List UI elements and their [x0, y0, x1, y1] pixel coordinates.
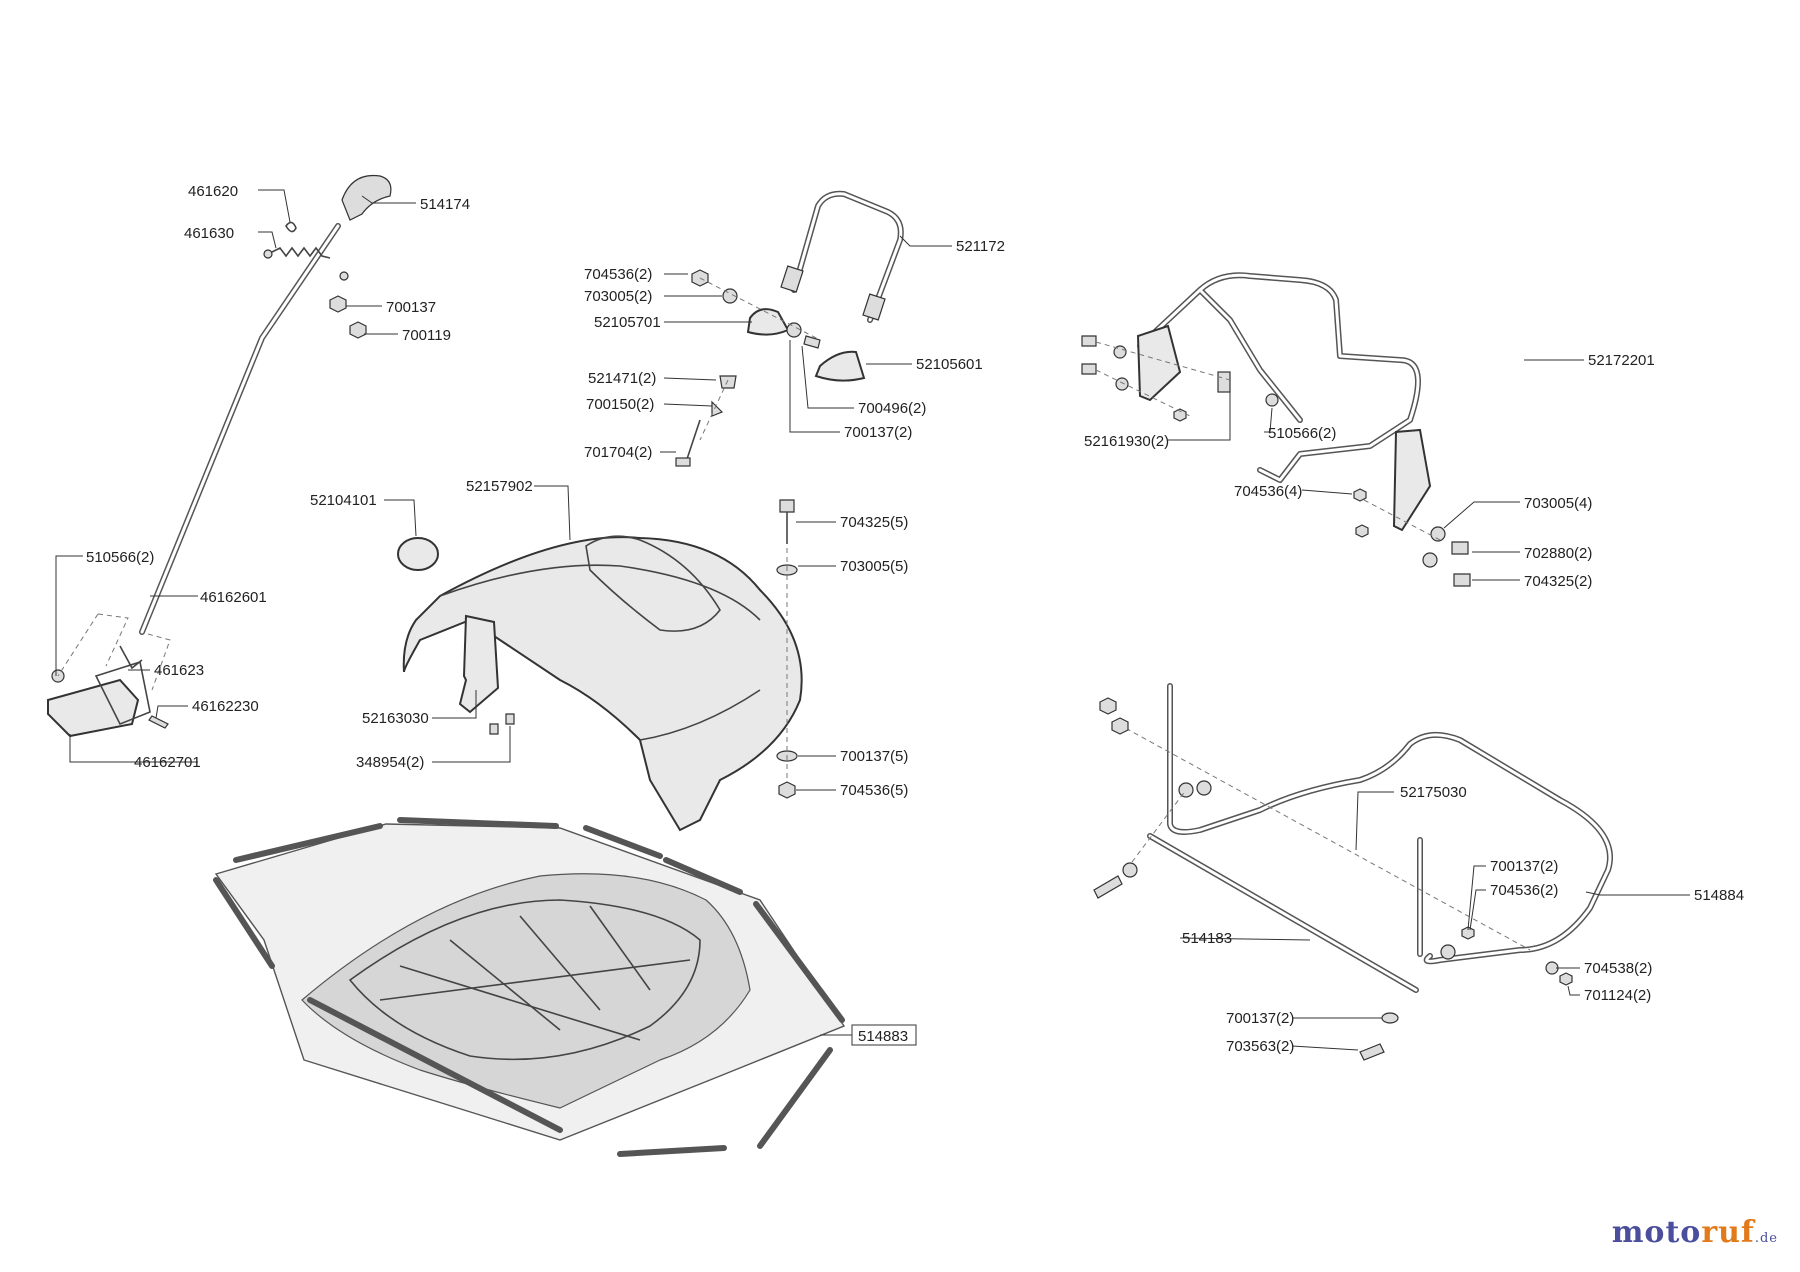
label-700150-2: 700150(2) — [586, 396, 654, 413]
rear-cover — [402, 536, 803, 832]
label-52105601: 52105601 — [916, 356, 983, 373]
label-46162230: 46162230 — [192, 698, 259, 715]
label-521471-2: 521471(2) — [588, 370, 656, 387]
label-700137-2-right: 700137(2) — [1490, 858, 1558, 875]
label-704536-4: 704536(4) — [1234, 483, 1302, 500]
pedal-plate — [47, 678, 140, 738]
brand-part3: .de — [1754, 1231, 1778, 1246]
label-514183: 514183 — [1182, 930, 1232, 947]
label-704536-2-top: 704536(2) — [584, 266, 652, 283]
lower-frame — [1167, 683, 1613, 965]
label-703563-2: 703563(2) — [1226, 1038, 1294, 1055]
brand-part1: moto — [1611, 1215, 1702, 1250]
upper-frame-assembly — [1081, 272, 1471, 587]
label-700496-2: 700496(2) — [858, 400, 926, 417]
lever-assembly — [47, 174, 392, 738]
label-514174: 514174 — [420, 196, 470, 213]
label-52175030: 52175030 — [1400, 784, 1467, 801]
mounting-bracket — [458, 614, 500, 714]
label-514884: 514884 — [1694, 887, 1744, 904]
label-46162601: 46162601 — [200, 589, 267, 606]
brand-logo: motoruf.de — [1612, 1215, 1778, 1250]
label-521172: 521172 — [956, 238, 1005, 255]
label-461630: 461630 — [184, 225, 234, 242]
control-rod — [139, 223, 341, 635]
part-labels: 461620 461630 514174 700137 700119 51056… — [86, 183, 1744, 1055]
label-703005-5: 703005(5) — [840, 558, 908, 575]
label-704325-5: 704325(5) — [840, 514, 908, 531]
label-701704-2: 701704(2) — [584, 444, 652, 461]
cover-cap — [397, 537, 439, 571]
label-700119: 700119 — [402, 327, 451, 344]
label-348954-2: 348954(2) — [356, 754, 424, 771]
label-700137-2-bottom: 700137(2) — [1226, 1010, 1294, 1027]
label-52104101: 52104101 — [310, 492, 377, 509]
label-461620: 461620 — [188, 183, 238, 200]
label-702880-2: 702880(2) — [1524, 545, 1592, 562]
label-46162701: 46162701 — [134, 754, 201, 771]
label-700137-5: 700137(5) — [840, 748, 908, 765]
label-461623: 461623 — [154, 662, 204, 679]
grass-bag-frame — [301, 873, 751, 1109]
label-704325-2: 704325(2) — [1524, 573, 1592, 590]
label-704538-2: 704538(2) — [1584, 960, 1652, 977]
label-700137-2-top: 700137(2) — [844, 424, 912, 441]
handle-grip — [341, 174, 392, 221]
brand-part2: ruf — [1701, 1215, 1755, 1250]
leader-lines-right-top — [1168, 359, 1584, 581]
label-700137: 700137 — [386, 299, 436, 316]
label-52161930-2: 52161930(2) — [1084, 433, 1169, 450]
label-52105701: 52105701 — [594, 314, 661, 331]
label-52157902: 52157902 — [466, 478, 533, 495]
label-704536-2-right: 704536(2) — [1490, 882, 1558, 899]
leader-lines-left — [55, 189, 416, 763]
grass-bag-assembly — [213, 817, 917, 1157]
bracket-right — [814, 350, 866, 382]
leader-lines-center-top — [660, 235, 952, 453]
label-510566-2-left: 510566(2) — [86, 549, 154, 566]
leader-lines-center — [384, 485, 836, 791]
label-52172201: 52172201 — [1588, 352, 1655, 369]
lower-frame-assembly — [1093, 683, 1613, 1061]
handle-bar-assembly — [675, 190, 904, 467]
label-52163030: 52163030 — [362, 710, 429, 727]
rear-cover-assembly — [397, 499, 803, 832]
label-704536-5: 704536(5) — [840, 782, 908, 799]
spring — [271, 246, 331, 259]
leader-lines-right-bottom — [1179, 791, 1690, 1051]
label-514883: 514883 — [858, 1028, 908, 1045]
label-510566-2-right: 510566(2) — [1268, 425, 1336, 442]
label-703005-2-top: 703005(2) — [584, 288, 652, 305]
label-701124-2: 701124(2) — [1584, 987, 1651, 1004]
label-703005-4: 703005(4) — [1524, 495, 1592, 512]
